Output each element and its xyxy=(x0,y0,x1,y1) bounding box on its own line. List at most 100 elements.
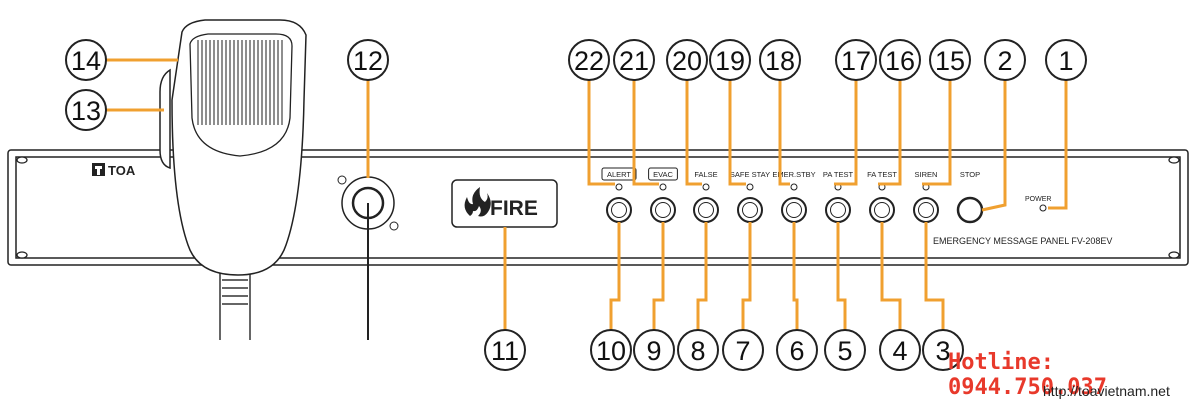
leader-top xyxy=(981,80,1007,212)
callout-circle xyxy=(879,329,921,371)
push-button[interactable] xyxy=(606,197,632,223)
indicator-led xyxy=(746,183,754,191)
callout-number: 13 xyxy=(71,96,101,126)
callout-number: 5 xyxy=(837,336,852,366)
button-label: FALSE xyxy=(694,170,717,179)
callout-circle xyxy=(65,89,107,131)
fire-label: FIRE xyxy=(490,197,538,220)
push-button[interactable] xyxy=(869,197,895,223)
panel-button-fa-test[interactable]: FA TEST xyxy=(867,170,897,223)
indicator-led xyxy=(702,183,710,191)
panel-button-siren[interactable]: SIREN xyxy=(913,170,939,223)
callout-fire: 11 xyxy=(484,329,526,371)
callout-top-16: 16 xyxy=(879,39,921,81)
callout-number: 9 xyxy=(646,336,661,366)
push-button-inner xyxy=(655,202,671,218)
button-label: ALERT xyxy=(607,170,631,179)
push-button[interactable] xyxy=(693,197,719,223)
button-label: STOP xyxy=(960,170,980,179)
callout-bottom-9: 9 xyxy=(633,329,675,371)
indicator-led xyxy=(790,183,798,191)
callout-bottom-5: 5 xyxy=(824,329,866,371)
callout-number: 8 xyxy=(690,336,705,366)
push-button-inner xyxy=(698,202,714,218)
callout-number: 6 xyxy=(789,336,804,366)
indicator-led xyxy=(659,183,667,191)
panel-button-false[interactable]: FALSE xyxy=(693,170,719,223)
callout-circle xyxy=(722,329,764,371)
callout-number: 12 xyxy=(353,46,383,76)
callout-circle xyxy=(709,39,751,81)
callout-circle xyxy=(484,329,526,371)
callout-bottom-6: 6 xyxy=(776,329,818,371)
panel-button-alert[interactable]: ALERT xyxy=(601,167,637,223)
panel-button-safe-stay[interactable]: SAFE STAY xyxy=(730,170,770,223)
rack-panel xyxy=(7,149,1189,266)
callout-top-22: 22 xyxy=(568,39,610,81)
panel-button-stop[interactable]: STOP xyxy=(956,170,984,224)
leader-power xyxy=(1048,80,1068,210)
callout-circle xyxy=(929,39,971,81)
push-button-inner xyxy=(786,202,802,218)
callout-top-2: 2 xyxy=(984,39,1026,81)
leader-bottom xyxy=(836,222,847,330)
callout-top-17: 17 xyxy=(835,39,877,81)
callout-bottom-8: 8 xyxy=(677,329,719,371)
callout-circle xyxy=(677,329,719,371)
push-button-inner xyxy=(742,202,758,218)
push-button-inner xyxy=(830,202,846,218)
leader-top xyxy=(685,80,702,186)
callout-circle xyxy=(759,39,801,81)
leader-bottom xyxy=(741,222,752,330)
callout-mic-side: 13 xyxy=(65,89,107,131)
push-button[interactable] xyxy=(737,197,763,223)
callout-mic-top: 14 xyxy=(65,39,107,81)
callout-bottom-7: 7 xyxy=(722,329,764,371)
leader-bottom xyxy=(652,222,665,330)
brand-text: TOA xyxy=(108,163,136,178)
callout-bottom-3: 3 xyxy=(922,329,964,371)
callout-number: 11 xyxy=(491,336,519,366)
callout-circle xyxy=(568,39,610,81)
leader-top xyxy=(728,80,746,186)
button-label-frame xyxy=(648,167,678,181)
panel-button-evac[interactable]: EVAC xyxy=(648,167,678,223)
leader-lines xyxy=(106,58,1068,330)
microphone-cord xyxy=(219,270,251,340)
leader-top xyxy=(632,80,659,186)
power-indicator: POWER xyxy=(1025,196,1051,212)
push-button[interactable] xyxy=(781,197,807,223)
panel-button-pa-test[interactable]: PA TEST xyxy=(823,170,854,223)
leader-bottom xyxy=(696,222,708,330)
push-button[interactable] xyxy=(913,197,939,223)
callout-circle xyxy=(776,329,818,371)
callout-circle xyxy=(590,329,632,371)
hotline-text: Hotline: 0944.750.037 xyxy=(948,350,1107,400)
callout-top-21: 21 xyxy=(613,39,655,81)
callout-power: 1 xyxy=(1045,39,1087,81)
leader-bottom xyxy=(924,222,945,330)
leader-top xyxy=(587,80,615,186)
leader-top xyxy=(878,80,902,186)
callout-circle xyxy=(879,39,921,81)
push-button-inner xyxy=(874,202,890,218)
push-button[interactable] xyxy=(650,197,676,223)
callout-mic-jack: 12 xyxy=(347,39,389,81)
callout-number: 17 xyxy=(841,46,871,76)
callout-top-19: 19 xyxy=(709,39,751,81)
callout-number: 14 xyxy=(71,46,101,76)
button-label: FA TEST xyxy=(867,170,897,179)
callout-circle xyxy=(984,39,1026,81)
callout-number: 1 xyxy=(1058,46,1073,76)
callout-top-15: 15 xyxy=(929,39,971,81)
callout-number: 19 xyxy=(715,46,745,76)
power-led xyxy=(1039,204,1047,212)
button-label: SAFE STAY xyxy=(730,170,770,179)
callout-number: 4 xyxy=(892,336,907,366)
stop-push-button[interactable] xyxy=(956,196,984,224)
push-button[interactable] xyxy=(825,197,851,223)
button-label: SIREN xyxy=(915,170,938,179)
callout-number: 15 xyxy=(935,46,965,76)
callout-circle xyxy=(1045,39,1087,81)
